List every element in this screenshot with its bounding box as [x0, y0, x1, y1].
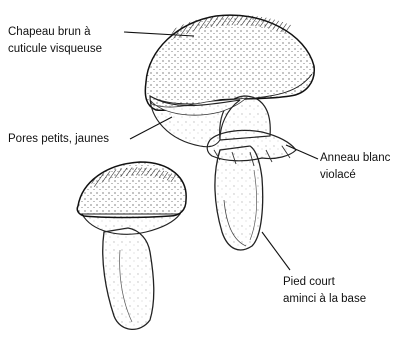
stem-leader-line [262, 232, 290, 270]
large-mushroom-cap [145, 15, 314, 110]
small-mushroom-stem [103, 228, 154, 329]
pores-annotation: Pores petits, jaunes [8, 131, 109, 148]
cap-annotation-line-1: Chapeau brun à [8, 24, 102, 41]
stem-annotation-line-2: aminci à la base [283, 291, 366, 308]
stem-annotation: Pied court aminci à la base [283, 274, 366, 308]
cap-annotation: Chapeau brun à cuticule visqueuse [8, 24, 102, 58]
cap-annotation-line-2: cuticule visqueuse [8, 41, 102, 58]
stem-annotation-line-1: Pied court [283, 274, 366, 291]
ring-annotation-line-2: violacé [320, 167, 390, 184]
large-mushroom-stem [215, 146, 263, 250]
ring-annotation: Anneau blanc violacé [320, 150, 390, 184]
pores-annotation-line-1: Pores petits, jaunes [8, 131, 109, 148]
ring-annotation-line-1: Anneau blanc [320, 150, 390, 167]
small-mushroom-cap [77, 162, 186, 218]
